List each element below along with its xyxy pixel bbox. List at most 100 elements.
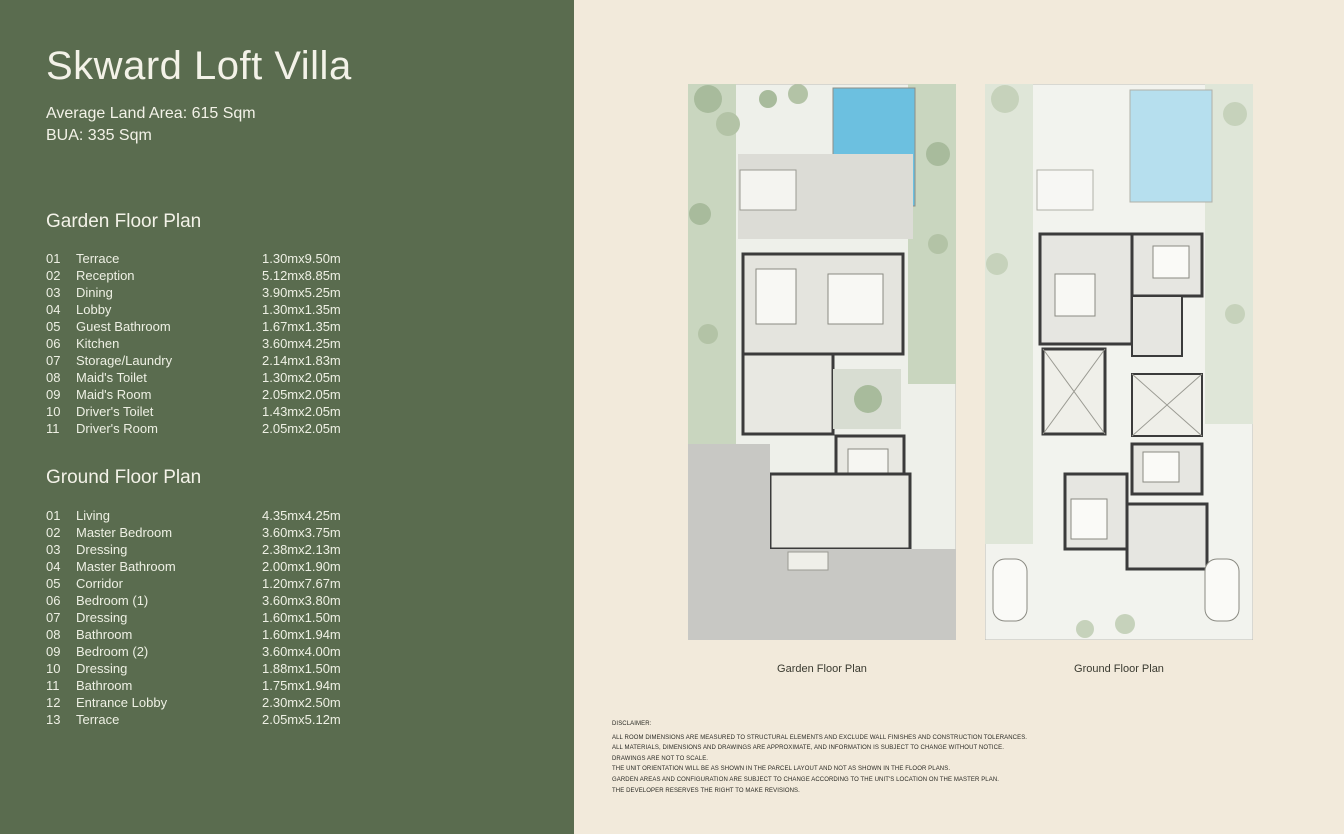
garden-floor-plan-image — [688, 84, 956, 640]
disclaimer-line: The unit orientation will be as shown in… — [612, 766, 951, 773]
disclaimer-line: Garden areas and configuration are subje… — [612, 776, 1000, 783]
room-row: 09 Bedroom (2) 3.60mx4.00m — [46, 643, 376, 660]
room-name: Living — [76, 508, 110, 523]
room-row: 10 Dressing 1.88mx1.50m — [46, 660, 376, 677]
room-dimensions: 3.60mx4.00m — [262, 644, 341, 659]
room-name: Maid's Room — [76, 387, 152, 402]
room-number: 08 — [46, 370, 61, 385]
garden-heading: Garden Floor Plan — [46, 211, 202, 232]
room-number: 09 — [46, 644, 61, 659]
disclaimer-line: All materials, dimensions and drawings a… — [612, 745, 1004, 752]
room-row: 03 Dining 3.90mx5.25m — [46, 284, 376, 301]
room-dimensions: 2.00mx1.90m — [262, 559, 341, 574]
room-number: 06 — [46, 593, 61, 608]
info-panel: Skward Loft Villa Average Land Area: 615… — [0, 0, 574, 834]
disclaimer-heading: DISCLAIMER: — [612, 721, 652, 727]
room-name: Kitchen — [76, 336, 120, 351]
ground-floor-plan-image — [985, 84, 1253, 640]
room-name: Bedroom (1) — [76, 593, 149, 608]
room-row: 12 Entrance Lobby 2.30mx2.50m — [46, 694, 376, 711]
room-row: 01 Terrace 1.30mx9.50m — [46, 250, 376, 267]
room-name: Bathroom — [76, 627, 133, 642]
room-name: Storage/Laundry — [76, 353, 173, 368]
room-number: 02 — [46, 268, 61, 283]
room-dimensions: 5.12mx8.85m — [262, 268, 341, 283]
room-dimensions: 2.30mx2.50m — [262, 695, 341, 710]
room-number: 10 — [46, 661, 61, 676]
room-number: 09 — [46, 387, 61, 402]
room-number: 11 — [46, 678, 60, 693]
room-name: Dressing — [76, 661, 128, 676]
room-number: 08 — [46, 627, 61, 642]
room-row: 04 Lobby 1.30mx1.35m — [46, 301, 376, 318]
room-dimensions: 1.30mx9.50m — [262, 251, 341, 266]
room-name: Master Bathroom — [76, 559, 176, 574]
room-number: 03 — [46, 285, 61, 300]
room-dimensions: 1.60mx1.50m — [262, 610, 341, 625]
room-number: 01 — [46, 251, 61, 266]
disclaimer-line: All room dimensions are measured to stru… — [612, 734, 1028, 741]
room-name: Terrace — [76, 712, 120, 727]
room-number: 13 — [46, 712, 61, 727]
room-number: 12 — [46, 695, 61, 710]
room-row: 02 Reception 5.12mx8.85m — [46, 267, 376, 284]
room-number: 04 — [46, 559, 61, 574]
room-name: Reception — [76, 268, 135, 283]
room-dimensions: 3.90mx5.25m — [262, 285, 341, 300]
room-row: 02 Master Bedroom 3.60mx3.75m — [46, 524, 376, 541]
room-number: 11 — [46, 421, 60, 436]
room-dimensions: 3.60mx3.75m — [262, 525, 341, 540]
room-number: 05 — [46, 576, 61, 591]
room-dimensions: 1.67mx1.35m — [262, 319, 341, 334]
room-dimensions: 1.88mx1.50m — [262, 661, 341, 676]
room-dimensions: 1.43mx2.05m — [262, 404, 341, 419]
room-number: 01 — [46, 508, 61, 523]
room-dimensions: 2.05mx2.05m — [262, 387, 341, 402]
room-dimensions: 2.38mx2.13m — [262, 542, 341, 557]
room-name: Dining — [76, 285, 113, 300]
room-dimensions: 1.60mx1.94m — [262, 627, 341, 642]
ground-heading: Ground Floor Plan — [46, 467, 202, 488]
room-name: Lobby — [76, 302, 112, 317]
room-row: 11 Bathroom 1.75mx1.94m — [46, 677, 376, 694]
room-number: 07 — [46, 610, 61, 625]
room-number: 04 — [46, 302, 61, 317]
room-row: 13 Terrace 2.05mx5.12m — [46, 711, 376, 728]
room-name: Bathroom — [76, 678, 133, 693]
room-row: 07 Dressing 1.60mx1.50m — [46, 609, 376, 626]
room-number: 06 — [46, 336, 61, 351]
room-name: Entrance Lobby — [76, 695, 168, 710]
room-name: Bedroom (2) — [76, 644, 149, 659]
room-dimensions: 2.14mx1.83m — [262, 353, 341, 368]
room-dimensions: 1.30mx2.05m — [262, 370, 341, 385]
room-row: 08 Bathroom 1.60mx1.94m — [46, 626, 376, 643]
room-row: 07 Storage/Laundry 2.14mx1.83m — [46, 352, 376, 369]
room-number: 05 — [46, 319, 61, 334]
room-dimensions: 1.20mx7.67m — [262, 576, 341, 591]
room-name: Master Bedroom — [76, 525, 173, 540]
room-name: Dressing — [76, 542, 128, 557]
room-number: 02 — [46, 525, 61, 540]
garden-room-list: 01 Terrace 1.30mx9.50m 02 Reception 5.12mx8.8… — [46, 250, 376, 437]
room-number: 07 — [46, 353, 61, 368]
room-dimensions: 1.75mx1.94m — [262, 678, 341, 693]
room-name: Dressing — [76, 610, 128, 625]
room-dimensions: 2.05mx5.12m — [262, 712, 341, 727]
room-name: Terrace — [76, 251, 120, 266]
room-name: Driver's Toilet — [76, 404, 154, 419]
room-name: Guest Bathroom — [76, 319, 171, 334]
room-number: 03 — [46, 542, 61, 557]
room-name: Driver's Room — [76, 421, 158, 436]
bua: BUA: 335 Sqm — [46, 127, 152, 144]
room-dimensions: 1.30mx1.35m — [262, 302, 341, 317]
garden-plan-caption: Garden Floor Plan — [777, 663, 867, 675]
room-row: 04 Master Bathroom 2.00mx1.90m — [46, 558, 376, 575]
